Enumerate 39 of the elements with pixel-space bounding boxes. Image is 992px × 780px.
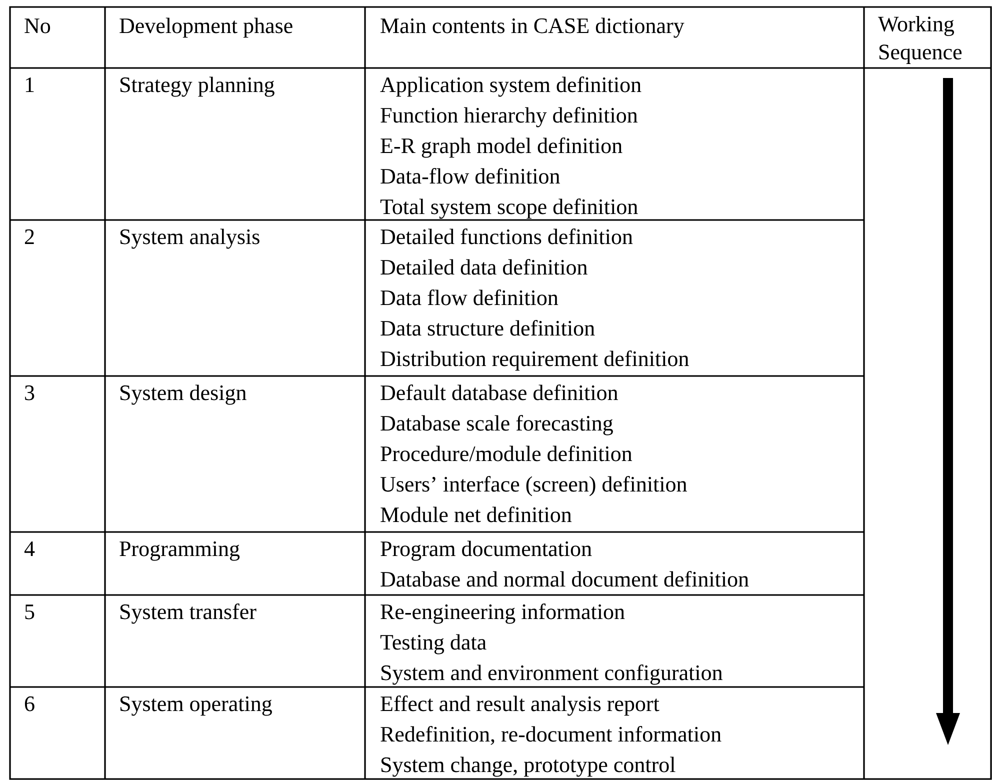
content-item: Data-flow definition xyxy=(380,168,560,184)
phase-name: System design xyxy=(120,384,246,405)
phase-name: System transfer xyxy=(120,604,256,624)
row-number: 1 xyxy=(26,77,34,92)
content-item: System and environment configuration xyxy=(381,664,722,685)
content-item: Module net definition xyxy=(380,506,572,522)
phase-name: Strategy planning xyxy=(120,76,274,97)
content-item: Database scale forecasting xyxy=(380,415,613,436)
content-item: Procedure/module definition xyxy=(380,446,632,462)
row-number: 6 xyxy=(24,696,34,712)
content-item: Default database definition xyxy=(380,384,618,400)
content-item: Users’ interface (screen) definition xyxy=(380,476,687,496)
content-item: Data flow definition xyxy=(380,290,558,306)
content-item: Detailed functions definition xyxy=(380,228,633,244)
row-number: 3 xyxy=(25,385,34,400)
phase-name: Programming xyxy=(120,541,240,561)
content-item: Detailed data definition xyxy=(380,259,588,275)
row-number: 2 xyxy=(24,229,34,244)
column-heading: Development phase xyxy=(120,18,292,38)
content-item: E-R graph model definition xyxy=(380,138,622,158)
phase-name: System operating xyxy=(120,696,272,716)
content-item: Program documentation xyxy=(380,540,592,561)
content-item: Database and normal document definition xyxy=(380,571,749,587)
column-heading: Main contents in CASE dictionary xyxy=(380,18,684,38)
content-item: Function hierarchy definition xyxy=(380,107,638,128)
content-item: Distribution requirement definition xyxy=(380,350,689,371)
content-item: System change, prototype control xyxy=(381,756,676,777)
row-number: 5 xyxy=(25,604,34,620)
content-item: Total system scope definition xyxy=(380,198,638,219)
content-item: Effect and result analysis report xyxy=(380,696,660,716)
content-item: Application system definition xyxy=(380,76,642,97)
column-heading: No xyxy=(24,18,50,34)
content-item: Testing data xyxy=(380,634,486,654)
row-number: 4 xyxy=(24,542,35,556)
content-item: Re-engineering information xyxy=(380,604,625,624)
column-heading: Working Sequence xyxy=(878,16,962,64)
content-item: Data structure definition xyxy=(380,320,595,336)
content-item: Redefinition, re-document information xyxy=(380,726,722,745)
phase-name: System analysis xyxy=(120,228,260,249)
